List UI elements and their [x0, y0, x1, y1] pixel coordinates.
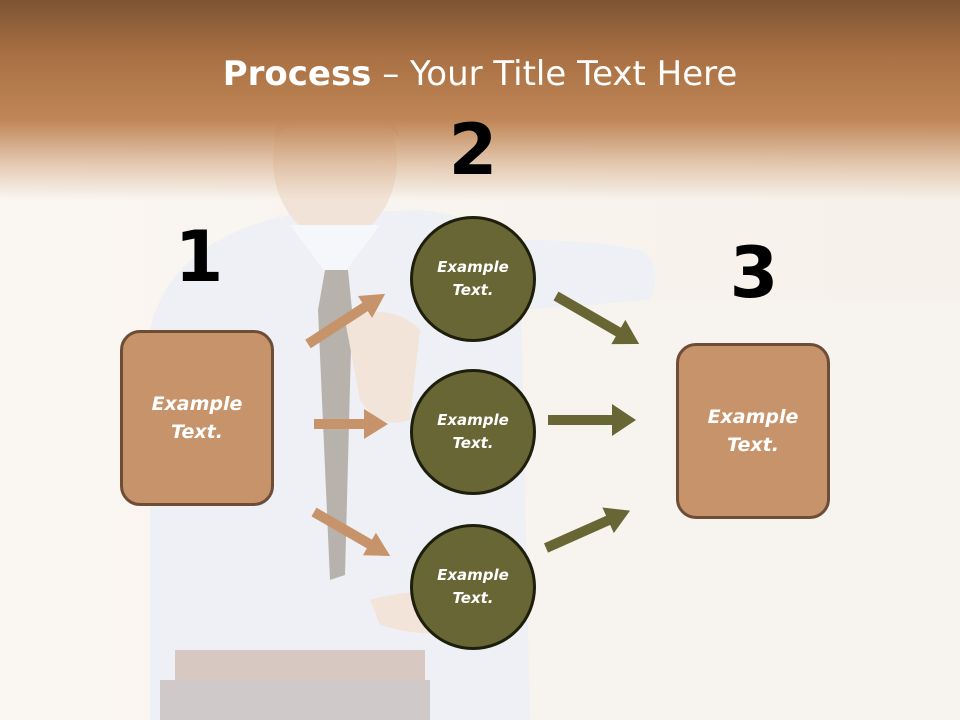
title-bar [0, 0, 960, 200]
right-box-text: Example Text. [707, 405, 799, 457]
arrow-top-to-right [553, 291, 640, 345]
right-arrows [543, 291, 640, 553]
circle-bottom-text: Example Text. [437, 565, 509, 607]
left-box-text: Example Text. [151, 392, 243, 444]
circle-top[interactable]: Example Text. [410, 216, 536, 342]
circle-top-text: Example Text. [437, 257, 509, 299]
slide-title[interactable]: Process – Your Title Text Here [0, 54, 960, 94]
arrow-middle-to-right [548, 404, 636, 436]
title-bold: Process [222, 54, 372, 94]
arrow-left-to-middle [314, 409, 388, 439]
arrow-left-to-top [305, 293, 386, 349]
circle-middle[interactable]: Example Text. [410, 369, 536, 495]
arrow-bottom-to-right [543, 507, 631, 553]
step-number-3: 3 [729, 232, 779, 314]
step-number-2: 2 [448, 109, 498, 191]
circle-middle-text: Example Text. [437, 410, 509, 452]
title-rest: – Your Title Text Here [371, 54, 738, 94]
circle-bottom[interactable]: Example Text. [410, 524, 536, 650]
step-number-1: 1 [174, 216, 224, 298]
arrow-left-to-bottom [311, 507, 391, 556]
left-text-box[interactable]: Example Text. [120, 330, 274, 506]
left-arrows [305, 293, 391, 556]
right-text-box[interactable]: Example Text. [676, 343, 830, 519]
